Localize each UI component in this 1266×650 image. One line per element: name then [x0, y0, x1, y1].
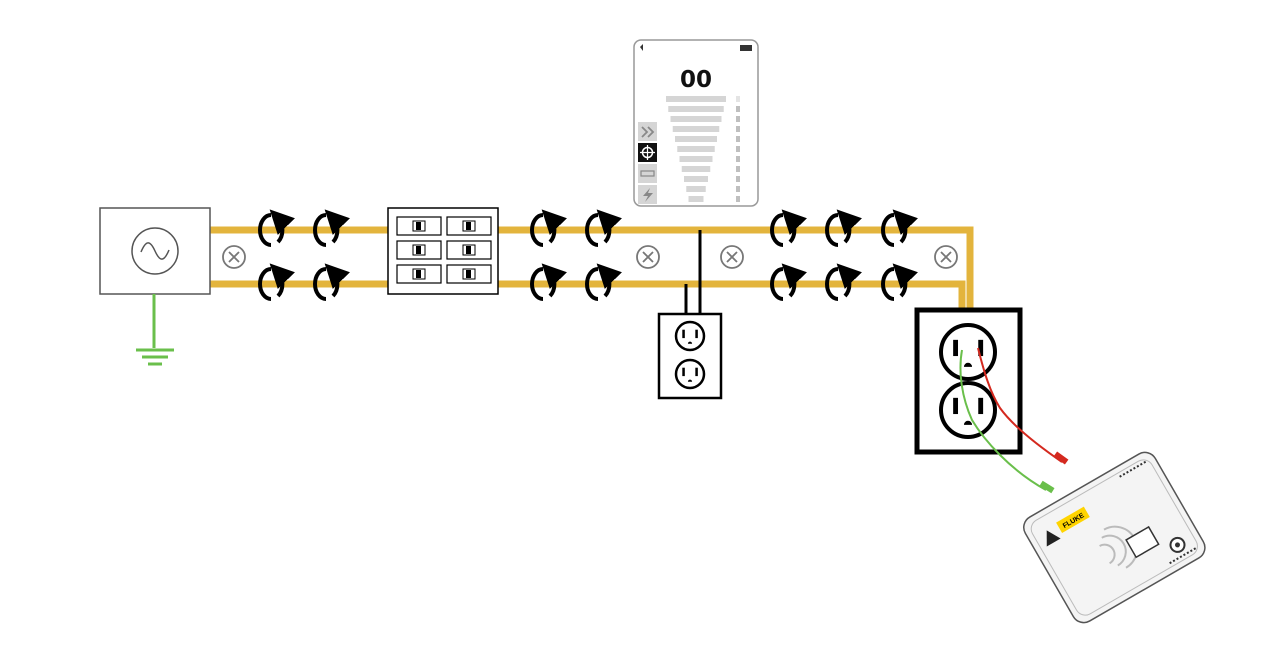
ground-symbol [136, 294, 174, 366]
level-tick [736, 136, 740, 142]
mode-icons [638, 122, 657, 204]
red-lead [977, 347, 1063, 463]
warning-icon [1046, 530, 1061, 547]
battery-icon [740, 45, 752, 51]
crosshair-icon [638, 143, 657, 162]
bottom-wire [210, 280, 966, 310]
slot-left [953, 339, 959, 357]
signal-bar [679, 156, 713, 162]
brand-label-bg [1056, 506, 1090, 534]
signal-bar [681, 166, 711, 172]
breaker-handle [416, 246, 421, 254]
top-wire [210, 226, 974, 310]
signal-bar [668, 106, 724, 112]
red-probe [1053, 451, 1069, 465]
field-ring [258, 209, 295, 247]
speaker-icon [640, 44, 643, 51]
signal-bar [666, 96, 726, 102]
current-into-page-symbol [222, 245, 246, 269]
level-tick [736, 156, 740, 162]
green-lead [959, 349, 1047, 491]
wire-conductors [210, 226, 974, 310]
source-symbol-circle [131, 227, 179, 275]
receiver-display: 00 [633, 39, 759, 207]
level-tick [736, 146, 740, 152]
level-tick [736, 166, 740, 172]
signal-bar [688, 196, 704, 202]
field-ring [825, 209, 862, 247]
receptacle [939, 323, 997, 381]
ground-hole [687, 379, 693, 382]
slot-right [695, 329, 698, 339]
slot-right [978, 397, 984, 415]
field-ring [770, 263, 807, 301]
green-probe [1039, 480, 1055, 494]
slot-right [978, 339, 984, 357]
level-tick [736, 186, 740, 192]
ground-hole [963, 420, 973, 425]
level-tick [736, 176, 740, 182]
ground-hole [963, 362, 973, 367]
ac-source [99, 207, 211, 295]
ground-hole [687, 341, 693, 344]
right-outlet [914, 307, 1023, 455]
level-tick [736, 106, 740, 112]
receptacle [674, 358, 706, 390]
field-ring [825, 263, 862, 301]
field-ring [530, 263, 567, 301]
fast-forward-icon [638, 122, 657, 141]
middle-outlet [657, 230, 723, 400]
field-ring [313, 263, 350, 301]
slot-right [695, 367, 698, 377]
slot-left [682, 329, 685, 339]
magnetic-field-rings [258, 209, 918, 301]
slot-left [953, 397, 959, 415]
signal-bar [677, 146, 715, 152]
breaker-handle [466, 222, 471, 230]
breaker-panel [387, 207, 499, 295]
signal-bar [675, 136, 717, 142]
sine-wave-icon [140, 242, 170, 260]
field-ring [530, 209, 567, 247]
breaker-switches [396, 216, 492, 284]
field-ring [313, 209, 350, 247]
current-into-page-symbol [636, 245, 660, 269]
receptacle [674, 320, 706, 352]
signal-bar [686, 186, 706, 192]
field-ring [585, 209, 622, 247]
field-ring [881, 263, 918, 301]
current-markers [222, 245, 958, 269]
signal-bar [684, 176, 708, 182]
signal-bar [670, 116, 722, 122]
receiver-reading: 00 [680, 67, 712, 93]
test-leads [959, 347, 1069, 494]
field-ring [585, 263, 622, 301]
signal-bar [672, 126, 720, 132]
breaker-handle [416, 222, 421, 230]
breaker-handle [466, 270, 471, 278]
level-tick [736, 126, 740, 132]
field-ring [770, 209, 807, 247]
current-into-page-symbol [720, 245, 744, 269]
level-tick [736, 116, 740, 122]
field-ring [258, 263, 295, 301]
level-tick [736, 96, 740, 102]
level-tick [736, 196, 740, 202]
breaker-handle [466, 246, 471, 254]
slot-left [682, 367, 685, 377]
current-into-page-symbol [934, 245, 958, 269]
lightning-icon [638, 185, 657, 204]
breaker-handle [416, 270, 421, 278]
transmitter-socket [1125, 525, 1160, 559]
signal-bars [666, 96, 726, 202]
level-ticks [736, 96, 740, 202]
field-ring [881, 209, 918, 247]
transmitter-device: FLUKE [1023, 451, 1206, 624]
bar-icon [638, 164, 657, 183]
